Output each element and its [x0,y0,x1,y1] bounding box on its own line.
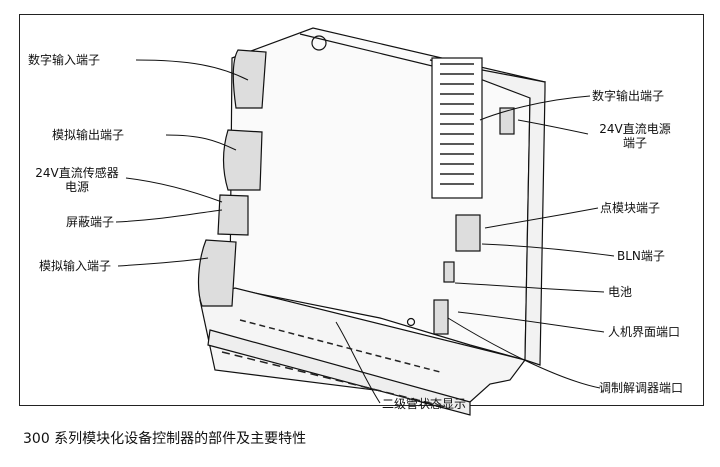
label-bln: BLN端子 [617,249,665,263]
label-digital-output: 数字输出端子 [592,89,665,103]
figure-caption: 300 系列模块化设备控制器的部件及主要特性 [23,431,307,447]
label-analog-input: 模拟输入端子 [39,259,112,273]
label-hmi-port: 人机界面端口 [608,325,681,339]
label-analog-output: 模拟输出端子 [52,128,125,142]
label-sensor-power-line1: 24V直流传感器 [35,166,119,180]
label-point-module: 点模块端子 [600,201,661,215]
label-shield: 屏蔽端子 [66,215,115,229]
label-dc-power-line2: 端子 [622,136,647,150]
label-digital-input: 数字输入端子 [28,53,101,67]
label-battery: 电池 [608,285,633,299]
label-sensor-power-line2: 电源 [64,180,89,194]
label-dc-power-line1: 24V直流电源 [599,122,671,136]
figure-frame [19,14,704,406]
label-modem-port: 调制解调器端口 [599,381,684,395]
label-diode-display: 二级管状态显示 [382,397,467,411]
